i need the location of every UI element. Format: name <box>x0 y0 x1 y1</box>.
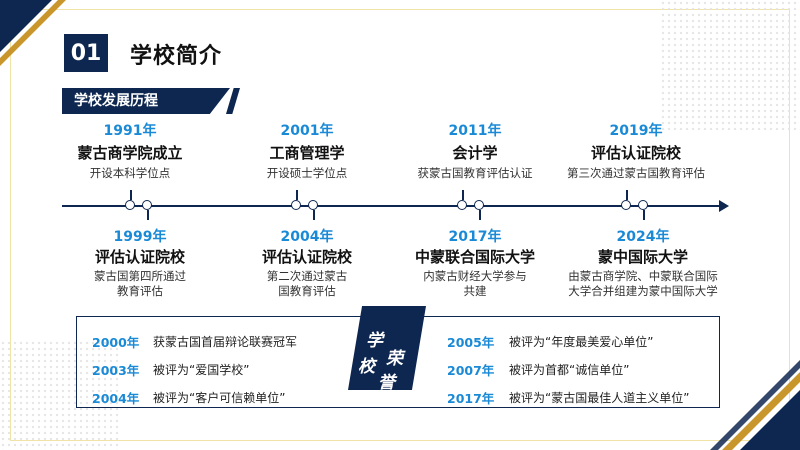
timeline-bottom-year-4: 2024年 <box>616 229 670 245</box>
timeline-top-desc-4: 第三次通过蒙古国教育评估 <box>567 166 705 180</box>
honor-left-text-3: 被评为“客户可信赖单位” <box>153 391 286 405</box>
timeline-bottom-desc-3-line-1: 内蒙古财经大学参与 <box>423 269 527 283</box>
timeline-bottom-desc-1-line-1: 蒙古国第四所通过 <box>94 269 186 283</box>
node-stem <box>130 190 132 200</box>
timeline-bottom-desc-4-line-1: 由蒙古商学院、中蒙联合国际 <box>568 269 718 283</box>
timeline-top-event-3: 会计学 <box>452 144 498 162</box>
slide-frame <box>10 9 790 441</box>
node-stem <box>479 210 481 220</box>
timeline-top-year-2: 2001年 <box>280 123 334 139</box>
timeline-arrow-icon <box>719 200 729 212</box>
timeline-top-year-3: 2011年 <box>448 123 502 139</box>
timeline-top-year-4: 2019年 <box>609 123 663 139</box>
timeline-node-2019 <box>621 200 631 210</box>
timeline-bottom-desc-2-line-1: 第二次通过蒙古 <box>266 269 348 283</box>
timeline-node-1991 <box>125 200 135 210</box>
timeline-top-desc-3: 获蒙古国教育评估认证 <box>417 166 533 180</box>
honor-right-text-1: 被评为“年度最美爱心单位” <box>509 335 654 349</box>
timeline-node-2011 <box>457 200 467 210</box>
timeline-node-2004 <box>308 200 318 210</box>
timeline-bottom-event-4: 蒙中国际大学 <box>597 248 688 266</box>
timeline-bottom-year-3: 2017年 <box>448 229 502 245</box>
timeline-bottom-desc-4-line-2: 大学合并组建为蒙中国际大学 <box>568 284 718 298</box>
timeline-bottom-desc-1-line-2: 教育评估 <box>117 284 163 298</box>
honor-left-year-2: 2003年 <box>92 363 140 378</box>
section-number-badge: 01 <box>64 34 108 72</box>
dot-pattern-bottom-left <box>0 340 120 450</box>
honor-left-text-1: 获蒙古国首届辩论联赛冠军 <box>153 335 298 349</box>
corner-decoration-top-left <box>0 0 66 66</box>
honor-left-year-3: 2004年 <box>92 391 140 406</box>
timeline-top-event-2: 工商管理学 <box>269 144 345 162</box>
timeline-node-1999 <box>142 200 152 210</box>
timeline-top-event-1: 蒙古商学院成立 <box>77 144 183 162</box>
honor-right-year-3: 2017年 <box>447 391 495 406</box>
timeline-bottom-desc-2-line-2: 国教育评估 <box>278 284 336 298</box>
timeline-node-2001 <box>291 200 301 210</box>
timeline-bottom-year-2: 2004年 <box>280 229 334 245</box>
node-stem <box>147 210 149 220</box>
node-stem <box>296 190 298 200</box>
timeline-bottom-year-1: 1999年 <box>113 229 167 245</box>
timeline-top-desc-2: 开设硕士学位点 <box>266 166 348 180</box>
corner-decoration-bottom-right <box>710 360 800 450</box>
timeline-top-event-4: 评估认证院校 <box>590 144 681 162</box>
node-stem <box>313 210 315 220</box>
honors-badge-char-1: 学 <box>366 331 383 351</box>
node-stem <box>626 190 628 200</box>
honor-left-year-1: 2000年 <box>92 335 140 350</box>
timeline-bottom-event-2: 评估认证院校 <box>261 248 352 266</box>
timeline-bottom-event-3: 中蒙联合国际大学 <box>414 248 535 266</box>
timeline-bottom-desc-3-line-2: 共建 <box>463 284 487 298</box>
honors-badge <box>348 306 426 390</box>
timeline-node-2024 <box>638 200 648 210</box>
honors-badge-char-4: 誉 <box>378 373 395 393</box>
timeline-bottom-event-1: 评估认证院校 <box>94 248 185 266</box>
node-stem <box>643 210 645 220</box>
timeline-axis <box>62 205 722 207</box>
node-stem <box>462 190 464 200</box>
honor-right-year-2: 2007年 <box>447 363 495 378</box>
honor-right-year-1: 2005年 <box>447 335 495 350</box>
section-banner: 学校发展历程 <box>62 88 230 114</box>
timeline-top-desc-1: 开设本科学位点 <box>89 166 171 180</box>
timeline-node-2017 <box>474 200 484 210</box>
page-title: 学校简介 <box>130 44 223 69</box>
dot-pattern-top-right <box>660 0 800 130</box>
honor-right-text-3: 被评为“蒙古国最佳人道主义单位” <box>509 391 690 405</box>
timeline-top-year-1: 1991年 <box>103 123 157 139</box>
honor-left-text-2: 被评为“爱国学校” <box>153 363 250 377</box>
honors-badge-char-3: 荣 <box>386 349 403 369</box>
honor-right-text-2: 被评为首都“诚信单位” <box>509 363 630 377</box>
honors-badge-char-2: 校 <box>358 357 375 377</box>
